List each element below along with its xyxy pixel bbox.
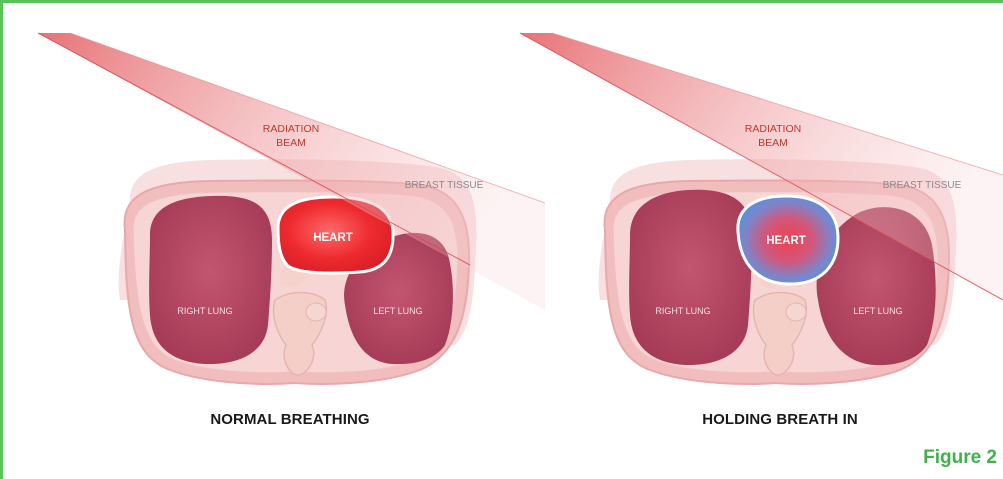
heart-label: HEART	[313, 232, 353, 244]
right-lung-label: RIGHT LUNG	[177, 306, 232, 316]
left-lung-label: LEFT LUNG	[373, 306, 422, 316]
caption-holding-breath: HOLDING BREATH IN	[670, 411, 890, 428]
breast-tissue-label: BREAST TISSUE	[883, 180, 962, 191]
right-lung	[149, 196, 272, 364]
aorta	[786, 303, 806, 321]
panel-holding-breath	[520, 33, 1003, 384]
radiation-beam-label-1: RADIATION	[745, 123, 801, 135]
breast-tissue-label: BREAST TISSUE	[405, 180, 484, 191]
panel-normal-breathing	[38, 33, 545, 384]
caption-normal-breathing: NORMAL BREATHING	[190, 411, 390, 428]
figure-label: Figure 2	[923, 447, 997, 469]
heart-label: HEART	[766, 235, 806, 247]
radiation-beam-label-2: BEAM	[758, 137, 788, 149]
aorta	[306, 303, 326, 321]
left-lung-label: LEFT LUNG	[853, 306, 902, 316]
radiation-beam-label-1: RADIATION	[263, 123, 319, 135]
right-lung-label: RIGHT LUNG	[655, 306, 710, 316]
radiation-beam-label-2: BEAM	[276, 137, 306, 149]
right-lung	[629, 190, 752, 365]
